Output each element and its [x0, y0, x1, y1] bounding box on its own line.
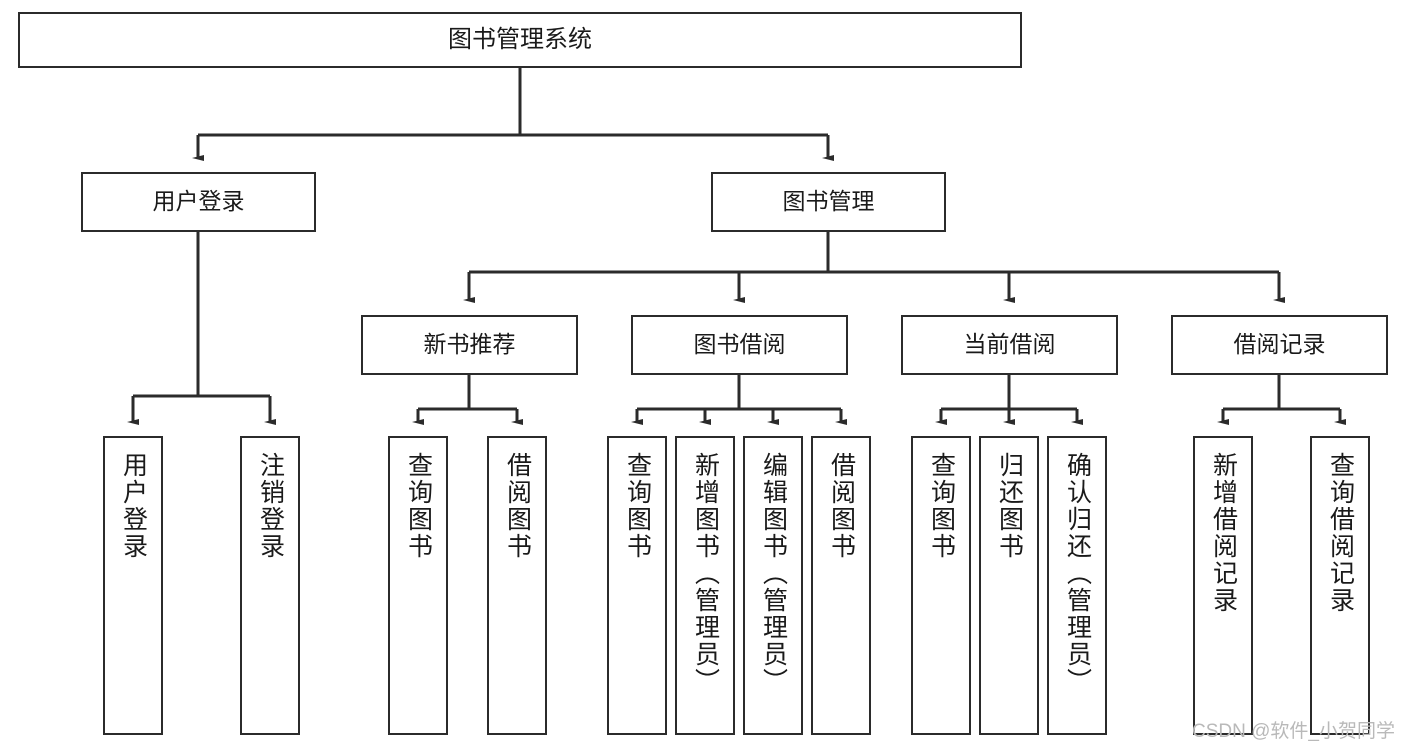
node-label: 查询图书	[623, 452, 652, 560]
edge-current-borrow-to-leaves	[935, 375, 1083, 425]
edge-new-book-to-leaves	[412, 375, 523, 425]
node-book-management[interactable]: 图书管理	[711, 172, 946, 232]
node-label: 新增图书（管理员）	[691, 452, 720, 695]
edge-root-to-level2	[192, 68, 834, 161]
node-label: 查询图书	[404, 452, 433, 560]
node-borrow-record[interactable]: 借阅记录	[1171, 315, 1388, 375]
node-label: 编辑图书（管理员）	[759, 452, 788, 695]
node-label: 图书借阅	[693, 331, 786, 358]
edge-book-mgmt-to-level3	[463, 232, 1285, 303]
leaf-query-book-borrow[interactable]: 查询图书	[607, 436, 667, 735]
node-label: 查询图书	[927, 452, 956, 560]
leaf-query-book-recommend[interactable]: 查询图书	[388, 436, 448, 735]
node-new-book-recommend[interactable]: 新书推荐	[361, 315, 578, 375]
node-label: 归还图书	[995, 452, 1024, 560]
node-label: 图书管理	[782, 188, 875, 215]
edge-book-borrow-to-leaves	[631, 375, 847, 425]
node-current-borrow[interactable]: 当前借阅	[901, 315, 1118, 375]
node-label: 用户登录	[152, 188, 245, 215]
leaf-confirm-return-admin[interactable]: 确认归还（管理员）	[1047, 436, 1107, 735]
node-label: 当前借阅	[963, 331, 1056, 358]
node-label: 注销登录	[256, 452, 285, 560]
node-label: 借阅图书	[827, 452, 856, 560]
node-label: 图书管理系统	[448, 25, 592, 53]
node-book-borrow[interactable]: 图书借阅	[631, 315, 848, 375]
node-label: 新书推荐	[423, 331, 516, 358]
edge-user-login-to-leaves	[127, 232, 276, 425]
node-label: 借阅记录	[1233, 331, 1326, 358]
leaf-logout-login[interactable]: 注销登录	[240, 436, 300, 735]
node-label: 新增借阅记录	[1209, 452, 1238, 614]
leaf-user-login[interactable]: 用户登录	[103, 436, 163, 735]
node-label: 确认归还（管理员）	[1063, 452, 1092, 695]
leaf-borrow-book[interactable]: 借阅图书	[811, 436, 871, 735]
node-user-login[interactable]: 用户登录	[81, 172, 316, 232]
node-label: 用户登录	[119, 452, 148, 560]
leaf-edit-book-admin[interactable]: 编辑图书（管理员）	[743, 436, 803, 735]
leaf-return-book[interactable]: 归还图书	[979, 436, 1039, 735]
node-label: 查询借阅记录	[1326, 452, 1355, 614]
node-root-system[interactable]: 图书管理系统	[18, 12, 1022, 68]
leaf-query-borrow-record[interactable]: 查询借阅记录	[1310, 436, 1370, 735]
leaf-add-borrow-record[interactable]: 新增借阅记录	[1193, 436, 1253, 735]
node-label: 借阅图书	[503, 452, 532, 560]
leaf-add-book-admin[interactable]: 新增图书（管理员）	[675, 436, 735, 735]
edge-borrow-record-to-leaves	[1217, 375, 1346, 425]
leaf-query-book-current[interactable]: 查询图书	[911, 436, 971, 735]
leaf-borrow-book-recommend[interactable]: 借阅图书	[487, 436, 547, 735]
